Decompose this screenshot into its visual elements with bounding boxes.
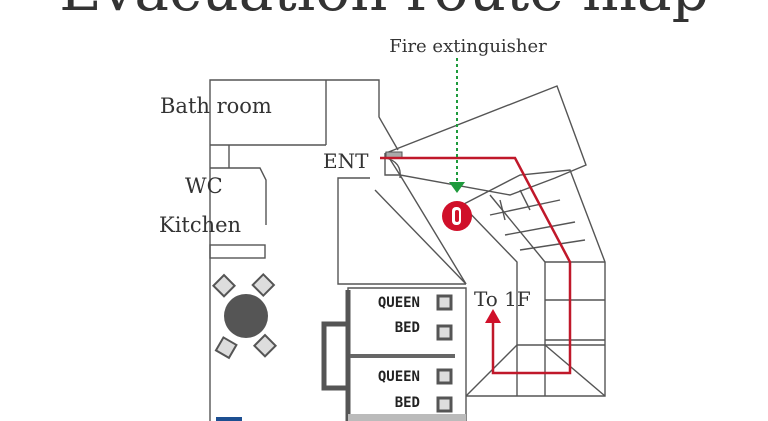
bed-markers bbox=[436, 294, 453, 413]
entrance-label: ENT bbox=[323, 149, 369, 173]
evacuation-route bbox=[380, 156, 572, 375]
route-arrow-icon bbox=[485, 309, 501, 323]
walls bbox=[209, 79, 606, 421]
bath-room-label: Bath room bbox=[160, 94, 272, 118]
dining-table bbox=[211, 272, 278, 360]
to-1f-label: To 1F bbox=[474, 287, 531, 311]
bed-1-label-line1: QUEEN bbox=[378, 295, 420, 311]
bed-1-label-line2: BED bbox=[395, 320, 420, 336]
kitchen-label: Kitchen bbox=[159, 213, 241, 237]
map-title: Evacuation route map bbox=[59, 0, 708, 24]
wc-label: WC bbox=[185, 174, 223, 198]
bed-2-label-line1: QUEEN bbox=[378, 369, 420, 385]
bed-2-label-line2: BED bbox=[395, 395, 420, 411]
extinguisher-pointer bbox=[449, 58, 465, 193]
fire-extinguisher-label: Fire extinguisher bbox=[389, 36, 547, 57]
fire-extinguisher-icon bbox=[442, 201, 472, 231]
